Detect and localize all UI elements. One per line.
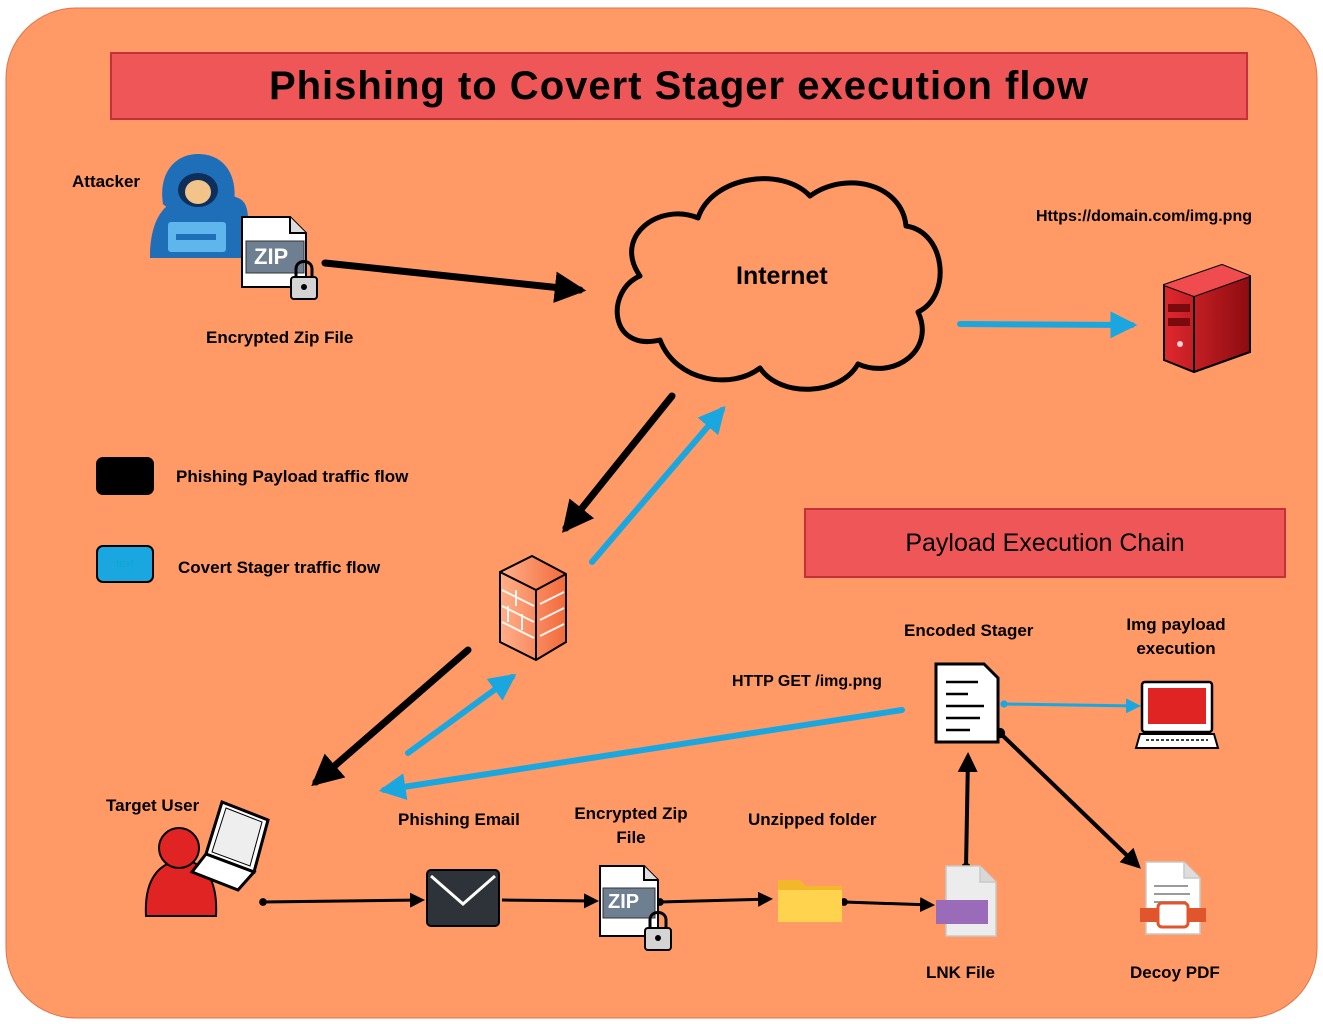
arrow-firewall-to-internet: [589, 405, 726, 565]
legend-label-covert: Covert Stager traffic flow: [178, 558, 381, 577]
arrow-internet-to-server: [957, 311, 1138, 339]
arrow-stager-http-get: [378, 707, 905, 801]
encrypted-zip-file-icon: [241, 216, 318, 300]
phishing-email-envelope-icon: [426, 869, 500, 927]
label-unzipped-folder: Unzipped folder: [748, 810, 877, 829]
laptop-icon: [189, 800, 270, 892]
label-img-payload-1: Img payload: [1126, 615, 1226, 634]
label-http-get: HTTP GET /img.png: [732, 673, 882, 690]
label-img-payload-2: execution: [1136, 639, 1216, 658]
arrow-attacker-to-internet: [321, 259, 587, 304]
connector-stager-to-pdf: [994, 727, 1141, 869]
title-banner: Phishing to Covert Stager execution flow: [110, 52, 1248, 120]
legend-swatch-covert-text: text: [116, 558, 134, 570]
lnk-file-icon: [936, 865, 997, 937]
connector-email-to-zip: [501, 893, 599, 909]
decoy-pdf-icon: [1140, 861, 1206, 935]
label-encrypted-zip-bottom-2: File: [616, 828, 646, 847]
label-phishing-email: Phishing Email: [398, 810, 520, 829]
label-zip-badge-top: ZIP: [254, 244, 289, 269]
attacker-hooded-icon: [150, 154, 249, 258]
arrow-internet-to-firewall: [562, 392, 676, 533]
unzipped-folder-icon: [778, 880, 842, 922]
connector-lnk-to-stager: [957, 752, 978, 874]
label-target-user: Target User: [106, 796, 200, 815]
label-server-url: Https://domain.com/img.png: [1036, 208, 1252, 225]
label-lnk-file: LNK File: [926, 963, 995, 982]
label-internet: Internet: [736, 262, 828, 290]
arrow-stager-to-img-execution: [1000, 698, 1141, 714]
arrow-target-to-firewall: [405, 673, 517, 756]
target-user-icon: [144, 827, 218, 917]
web-server-icon: [1163, 263, 1251, 374]
label-encrypted-zip-file: Encrypted Zip File: [206, 328, 354, 347]
workstation-monitor-icon: [1134, 680, 1220, 749]
label-zip-badge-bottom: ZIP: [608, 891, 640, 913]
label-encoded-stager: Encoded Stager: [904, 621, 1034, 640]
diagram-title: Phishing to Covert Stager execution flow: [268, 63, 1090, 108]
arrow-firewall-to-target: [311, 646, 472, 787]
connector-zip-to-folder: [656, 891, 773, 907]
label-decoy-pdf: Decoy PDF: [1130, 963, 1220, 982]
payload-execution-chain-banner: Payload Execution Chain: [804, 508, 1286, 578]
connector-user-to-email: [259, 892, 425, 908]
encoded-stager-document-icon: [934, 662, 1000, 744]
firewall-icon: [499, 554, 567, 662]
legend-label-phishing: Phishing Payload traffic flow: [176, 467, 409, 486]
label-encrypted-zip-bottom-1: Encrypted Zip: [574, 804, 688, 823]
internet-cloud-icon: [614, 176, 943, 392]
legend-swatch-covert: text: [96, 545, 154, 583]
legend-swatch-phishing: [96, 457, 154, 495]
connector-folder-to-lnk: [840, 897, 935, 913]
encrypted-zip-file-bottom-icon: [599, 865, 672, 951]
payload-execution-chain-title: Payload Execution Chain: [905, 528, 1185, 557]
label-attacker: Attacker: [72, 172, 141, 191]
